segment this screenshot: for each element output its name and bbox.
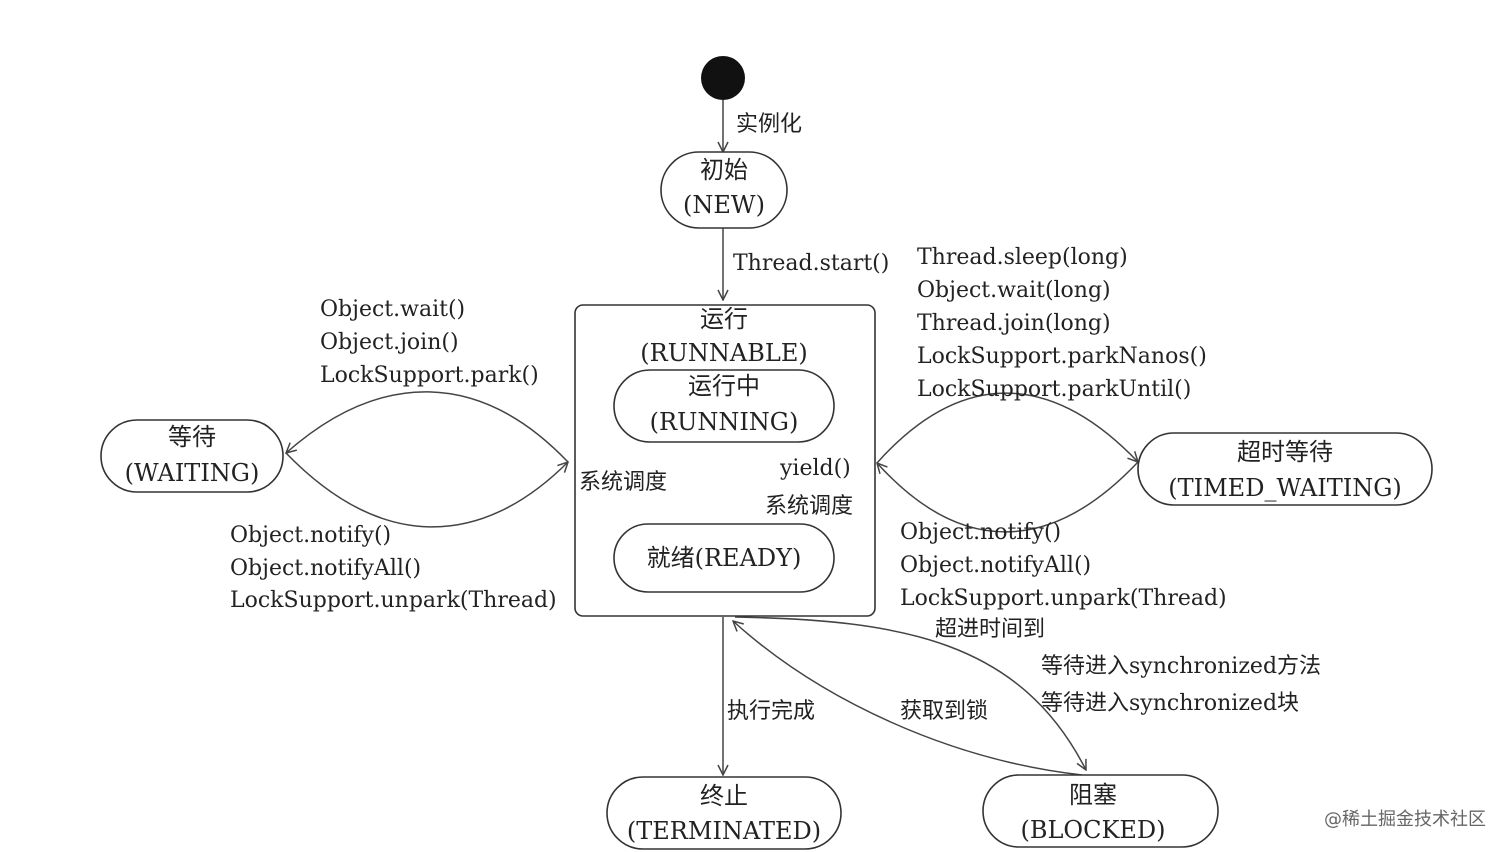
label-instantiate: 实例化 (736, 112, 802, 137)
edge-acquire-lock (733, 621, 1083, 776)
label-from-timed-waiting-2: Object.notifyAll() (900, 553, 1091, 578)
edge-from-waiting (285, 452, 568, 528)
label-acquire-lock: 获取到锁 (900, 699, 988, 724)
state-running-en: (RUNNING) (650, 408, 799, 436)
label-to-blocked-1: 等待进入synchronized方法 (1041, 654, 1321, 679)
label-to-timed-waiting-3: Thread.join(long) (917, 311, 1111, 336)
edge-to-blocked (734, 616, 1086, 770)
label-to-blocked-2: 等待进入synchronized块 (1041, 691, 1299, 716)
label-to-timed-waiting-4: LockSupport.parkNanos() (917, 344, 1207, 369)
state-waiting-en: (WAITING) (125, 459, 260, 487)
state-waiting-cn: 等待 (168, 423, 216, 451)
state-terminated-en: (TERMINATED) (627, 817, 821, 845)
label-from-waiting-1: Object.notify() (230, 523, 391, 548)
watermark: @稀土掘金技术社区 (1324, 809, 1486, 830)
label-to-waiting-3: LockSupport.park() (320, 363, 539, 388)
label-to-waiting-1: Object.wait() (320, 297, 465, 322)
state-blocked-en: (BLOCKED) (1020, 816, 1165, 844)
state-waiting: 等待 (WAITING) (100, 419, 284, 493)
state-running-cn: 运行中 (688, 372, 760, 400)
label-yield: yield() (779, 456, 851, 481)
label-from-waiting-3: LockSupport.unpark(Thread) (230, 588, 557, 613)
label-from-timed-waiting-3: LockSupport.unpark(Thread) (900, 586, 1227, 611)
label-to-timed-waiting-5: LockSupport.parkUntil() (917, 377, 1191, 402)
state-runnable-en: (RUNNABLE) (640, 339, 807, 367)
state-running: 运行中 (RUNNING) (613, 369, 835, 443)
label-from-timed-waiting-1: Object.notify() (900, 520, 1061, 545)
state-timed-waiting: 超时等待 (TIMED_WAITING) (1137, 432, 1433, 506)
initial-node (701, 56, 745, 100)
state-timed-waiting-en: (TIMED_WAITING) (1168, 474, 1402, 502)
state-runnable-cn: 运行 (700, 305, 748, 333)
state-new: 初始 (NEW) (660, 151, 788, 229)
state-timed-waiting-cn: 超时等待 (1237, 438, 1333, 466)
state-blocked: 阻塞 (BLOCKED) (982, 774, 1219, 848)
label-to-timed-waiting-1: Thread.sleep(long) (917, 245, 1128, 270)
edge-from-timed-waiting (877, 461, 1139, 533)
state-ready: 就绪(READY) (613, 523, 835, 593)
label-execution-complete: 执行完成 (727, 699, 815, 724)
label-from-waiting-2: Object.notifyAll() (230, 556, 421, 581)
state-new-en: (NEW) (683, 191, 765, 219)
state-new-cn: 初始 (700, 156, 748, 184)
edge-to-waiting (286, 391, 569, 463)
state-blocked-cn: 阻塞 (1069, 781, 1117, 809)
label-running-to-ready: 系统调度 (765, 494, 853, 519)
label-to-timed-waiting-2: Object.wait(long) (917, 278, 1111, 303)
label-ready-to-running: 系统调度 (579, 470, 667, 495)
edge-to-timed-waiting (876, 392, 1138, 464)
state-terminated: 终止 (TERMINATED) (606, 776, 842, 850)
state-ready-label: 就绪(READY) (647, 544, 802, 572)
label-from-timed-waiting-4: 超进时间到 (935, 617, 1045, 642)
label-to-waiting-2: Object.join() (320, 330, 459, 355)
label-thread-start: Thread.start() (733, 251, 889, 276)
state-terminated-cn: 终止 (700, 782, 748, 810)
